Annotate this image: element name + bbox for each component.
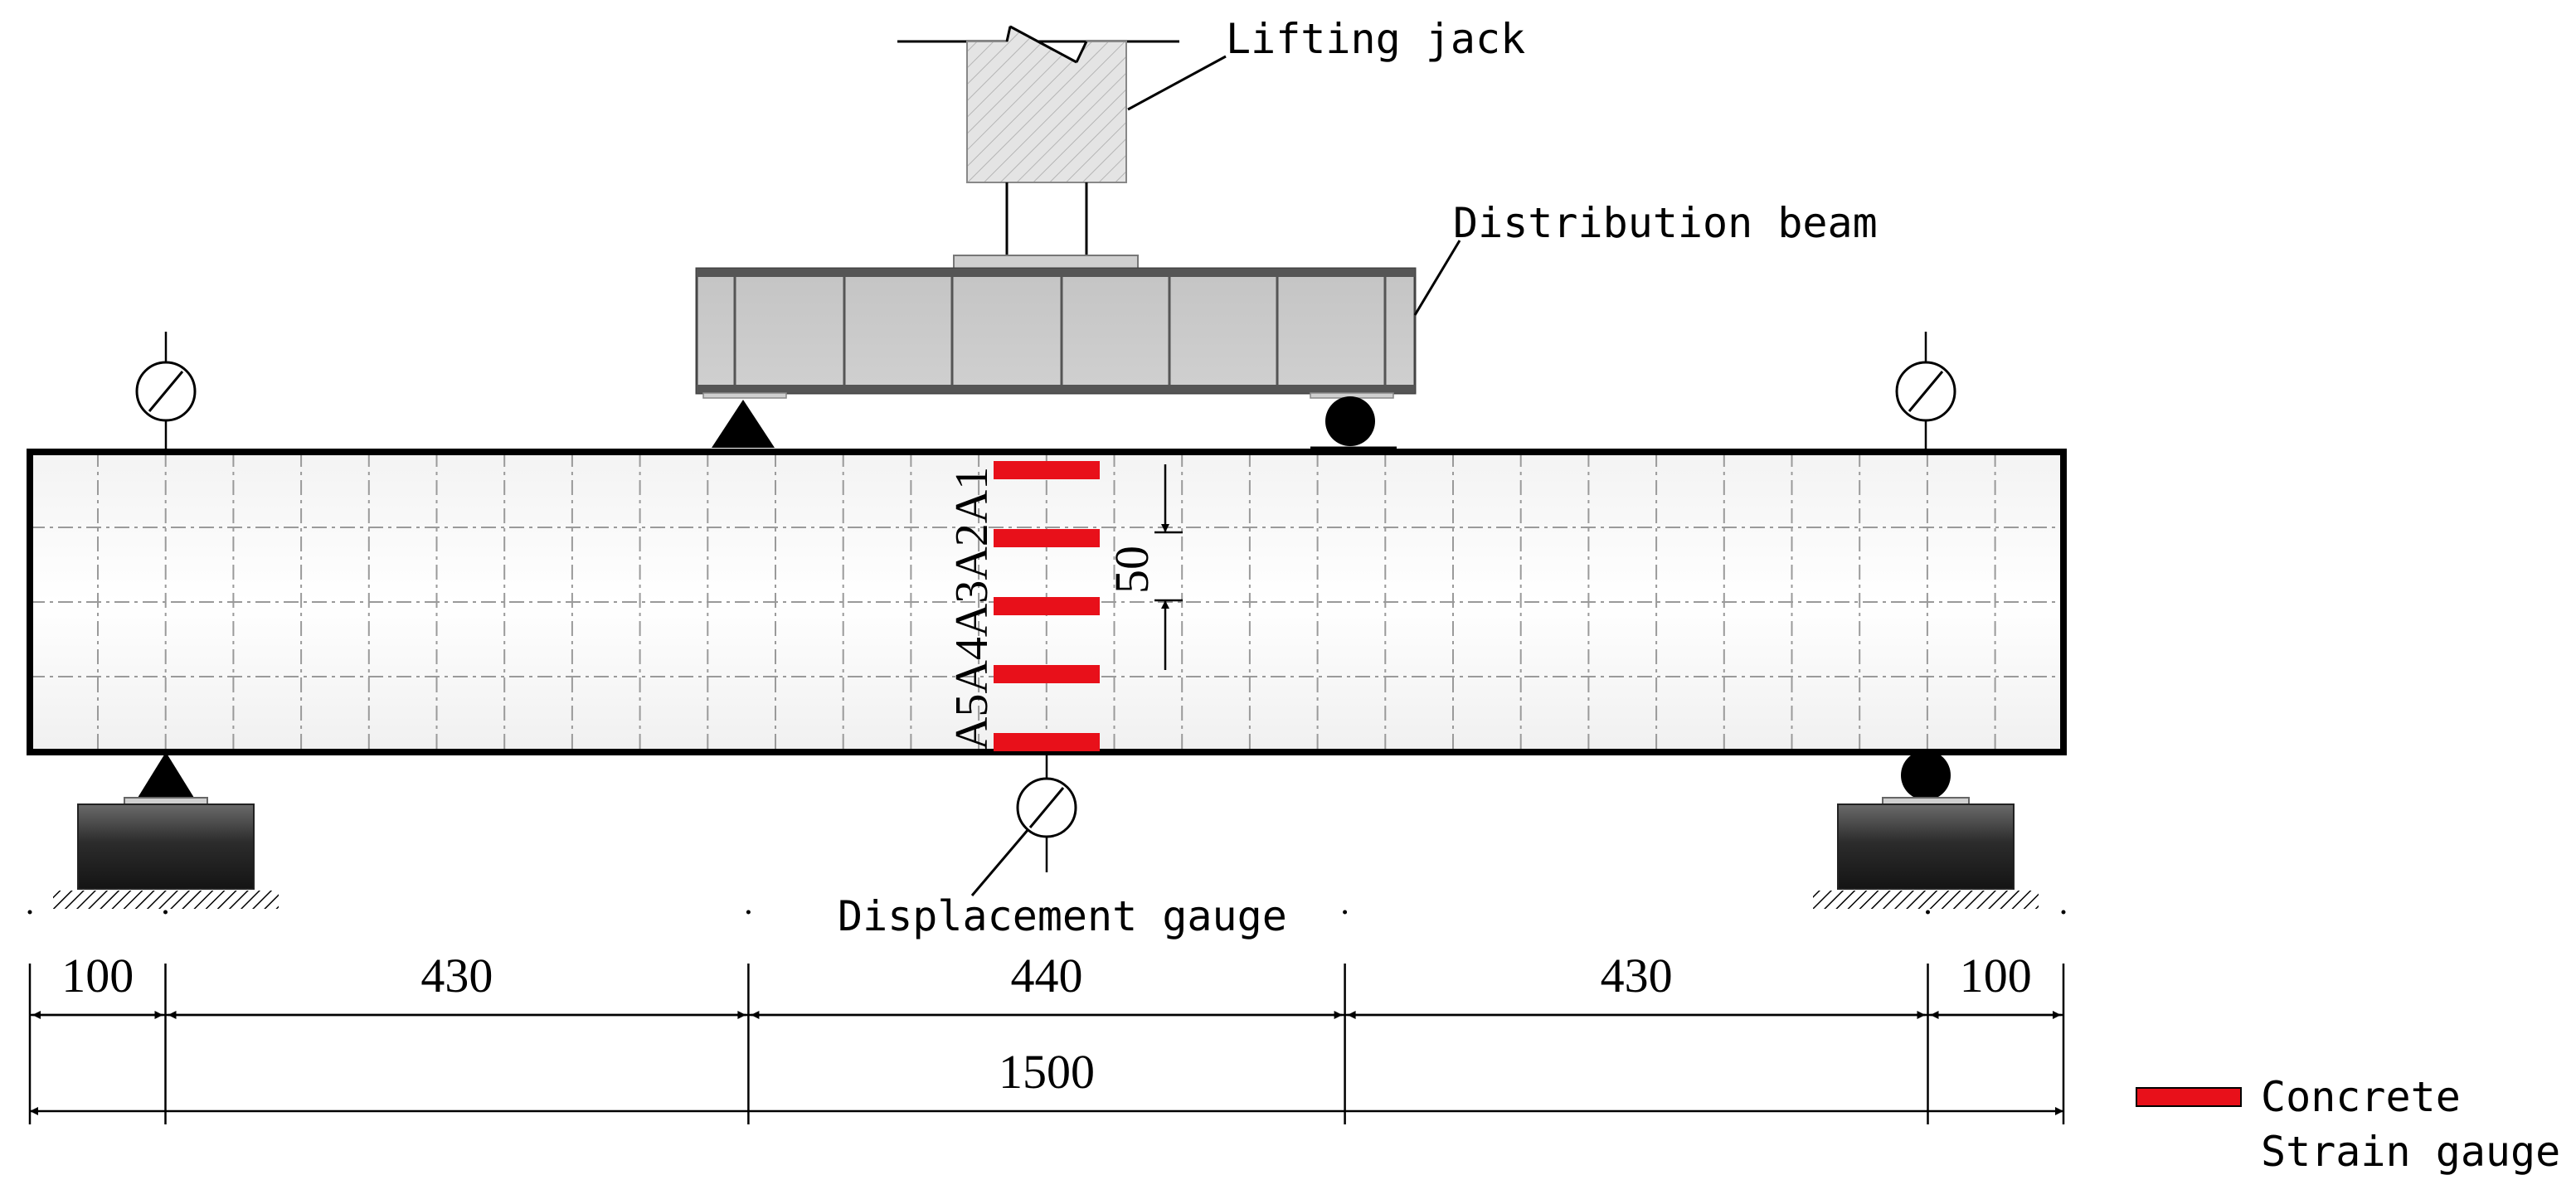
lifting-jack-label: Lifting jack <box>1127 15 1525 111</box>
displacement-gauge-midspan <box>970 752 1077 896</box>
dimension-reference-dot <box>746 910 751 915</box>
dimension-reference-dot <box>1343 910 1348 915</box>
dimension-reference-dot <box>163 910 168 915</box>
span-dimension-text: 430 <box>1601 949 1673 1003</box>
specimen-beam <box>27 449 2067 755</box>
dimension-lines: 100 430 440 430 100 1500 <box>27 910 2066 1124</box>
load-pin-support-icon <box>712 400 775 448</box>
legend-line1: Concrete <box>2261 1073 2461 1121</box>
dimension-reference-dot <box>27 910 32 915</box>
left-support <box>53 752 279 909</box>
distribution-beam <box>695 267 1417 399</box>
roller-support-icon <box>1901 750 1951 800</box>
gauge-spacing-dimension: 50 <box>1105 464 1183 670</box>
dimension-reference-dot <box>2061 910 2066 915</box>
lifting-jack-label-text: Lifting jack <box>1226 15 1525 63</box>
load-roller-support-icon <box>1325 396 1375 446</box>
gauge-label-text: A5A4A3A2A1 <box>946 467 998 750</box>
span-dimension-text: 440 <box>1011 949 1083 1003</box>
legend-strain-gauge-swatch <box>2136 1087 2242 1107</box>
strain-gauges <box>994 461 1100 751</box>
distribution-beam-label-text: Distribution beam <box>1453 199 1878 247</box>
span-dimension-text: 430 <box>420 949 493 1003</box>
ground-hatch <box>53 891 279 909</box>
pin-support-icon <box>138 752 194 798</box>
displacement-gauge-left <box>135 332 197 452</box>
span-dimension-text: 100 <box>61 949 134 1003</box>
strain-gauge-a1 <box>994 461 1100 479</box>
strain-gauge-a5 <box>994 733 1100 751</box>
strain-gauge-a3 <box>994 597 1100 615</box>
strain-gauge-a2 <box>994 529 1100 547</box>
displacement-gauge-label: Displacement gauge <box>838 892 1287 940</box>
legend-line2: Strain gauge <box>2261 1128 2560 1176</box>
distribution-beam-label: Distribution beam <box>1413 199 1878 316</box>
ground-hatch <box>1813 891 2039 909</box>
gauge-spacing-text: 50 <box>1105 546 1159 594</box>
right-support <box>1813 750 2039 909</box>
dimension-reference-dot <box>1926 910 1930 915</box>
legend: Concrete Strain gauge <box>2136 1073 2560 1176</box>
total-dimension: 1500 <box>30 1045 2063 1115</box>
strain-gauge-a4 <box>994 665 1100 683</box>
span-dimension-text: 100 <box>1960 949 2032 1003</box>
displacement-gauge-right <box>1895 332 1956 452</box>
lifting-jack <box>897 25 1179 269</box>
total-dimension-text: 1500 <box>999 1045 1095 1099</box>
gauge-labels: A5A4A3A2A1 <box>946 467 998 750</box>
